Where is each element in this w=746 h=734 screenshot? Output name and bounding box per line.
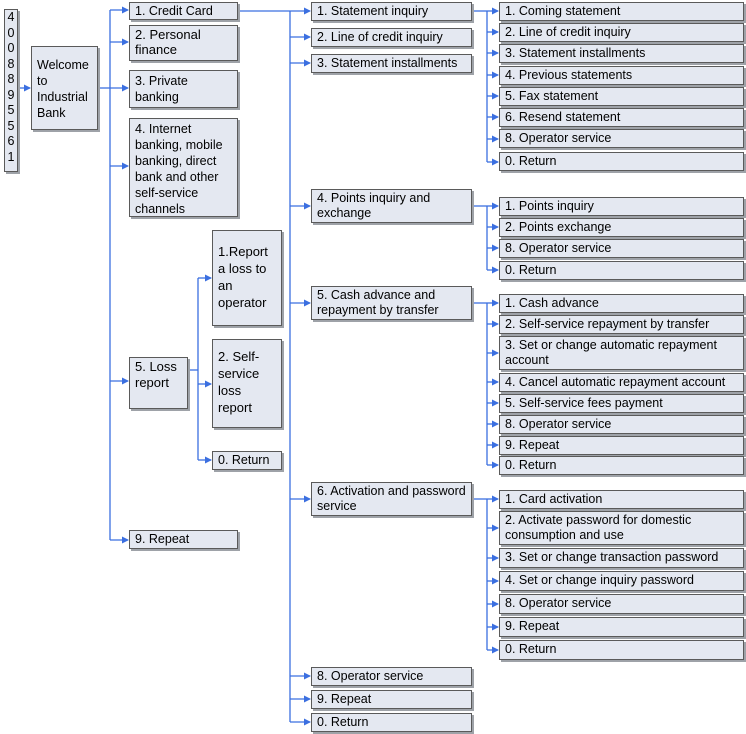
hotline-number-box: 4 0 0 8 8 9 5 5 6 1 — [4, 9, 18, 172]
statement-option: 6. Resend statement — [499, 108, 744, 127]
cash-advance-option: 3. Set or change automatic repayment acc… — [499, 336, 744, 370]
cash-advance-option: 9. Repeat — [499, 436, 744, 455]
hotline-digit: 4 — [7, 10, 15, 24]
activation-option: 3. Set or change transaction password — [499, 548, 744, 568]
points-option: 1. Points inquiry — [499, 197, 744, 216]
hotline-digit: 8 — [7, 72, 15, 86]
welcome-node: Welcome to Industrial Bank — [31, 46, 98, 130]
menu-node-private-banking: 3. Private banking — [129, 70, 238, 108]
cash-advance-option: 4. Cancel automatic repayment account — [499, 373, 744, 392]
hotline-digit: 5 — [7, 103, 15, 117]
statement-option: 3. Statement installments — [499, 44, 744, 63]
cc-node-activation: 6. Activation and password service — [311, 482, 472, 516]
hotline-digit: 0 — [7, 25, 15, 40]
hotline-digit: 8 — [7, 56, 15, 71]
activation-option: 2. Activate password for domestic consum… — [499, 511, 744, 545]
points-option: 0. Return — [499, 261, 744, 280]
hotline-digit: 1 — [7, 149, 15, 164]
points-option: 8. Operator service — [499, 239, 744, 258]
statement-option: 8. Operator service — [499, 129, 744, 148]
loss-option-self-service: 2. Self-service loss report — [212, 339, 282, 428]
points-option: 2. Points exchange — [499, 218, 744, 237]
loss-option-operator: 1.Report a loss to an operator — [212, 230, 282, 326]
cc-node-line-of-credit: 2. Line of credit inquiry — [311, 28, 472, 47]
activation-option: 9. Repeat — [499, 617, 744, 637]
statement-option: 0. Return — [499, 152, 744, 171]
hotline-digit: 5 — [7, 118, 15, 133]
cc-node-operator: 8. Operator service — [311, 667, 472, 686]
cash-advance-option: 8. Operator service — [499, 415, 744, 434]
cash-advance-option: 0. Return — [499, 456, 744, 475]
menu-node-loss-report: 5. Loss report — [129, 357, 188, 409]
cc-node-statement-installments: 3. Statement installments — [311, 54, 472, 73]
activation-option: 1. Card activation — [499, 490, 744, 509]
cc-node-statement-inquiry: 1. Statement inquiry — [311, 2, 472, 21]
activation-option: 8. Operator service — [499, 594, 744, 614]
cc-node-repeat: 9. Repeat — [311, 690, 472, 709]
loss-option-return: 0. Return — [212, 451, 282, 470]
cc-node-points: 4. Points inquiry and exchange — [311, 189, 472, 223]
statement-option: 4. Previous statements — [499, 66, 744, 85]
cash-advance-option: 2. Self-service repayment by transfer — [499, 315, 744, 334]
statement-option: 5. Fax statement — [499, 87, 744, 106]
activation-option: 0. Return — [499, 640, 744, 660]
statement-option: 1. Coming statement — [499, 2, 744, 21]
statement-option: 2. Line of credit inquiry — [499, 23, 744, 42]
menu-node-personal-finance: 2. Personal finance — [129, 25, 238, 61]
cc-node-return: 0. Return — [311, 713, 472, 732]
menu-node-repeat: 9. Repeat — [129, 530, 238, 549]
menu-node-credit-card: 1. Credit Card — [129, 2, 238, 20]
menu-node-internet-banking: 4. Internet banking, mobile banking, dir… — [129, 118, 238, 217]
hotline-digit: 6 — [7, 134, 15, 148]
cash-advance-option: 1. Cash advance — [499, 294, 744, 313]
activation-option: 4. Set or change inquiry password — [499, 571, 744, 591]
cash-advance-option: 5. Self-service fees payment — [499, 394, 744, 413]
hotline-digit: 9 — [7, 87, 15, 102]
hotline-digit: 0 — [7, 41, 15, 55]
cc-node-cash-advance: 5. Cash advance and repayment by transfe… — [311, 286, 472, 320]
